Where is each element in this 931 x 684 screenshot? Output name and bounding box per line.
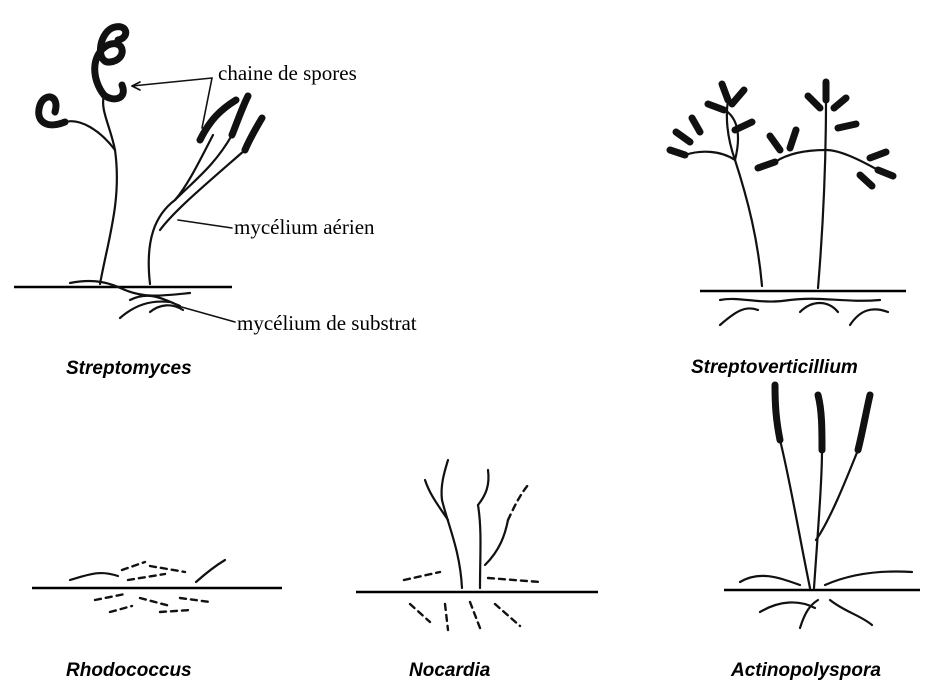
fragmented-hypha <box>140 598 170 606</box>
streptoverticillium-illustration <box>670 82 906 325</box>
substrate-hypha <box>720 299 880 302</box>
verticil-right-2 <box>808 82 856 128</box>
genus-label-streptomyces: Streptomyces <box>66 358 192 379</box>
actinopolyspora-spore-chain-3 <box>858 395 870 450</box>
aerial-hypha <box>442 500 462 588</box>
fragmented-hypha <box>110 606 132 612</box>
actinopolyspora-spore-chain-2 <box>818 395 822 450</box>
substrate-hypha <box>830 600 872 625</box>
fragmented-hypha <box>410 604 430 622</box>
verticil-left-2 <box>708 84 752 130</box>
label-aerial-mycelium: mycélium aérien <box>234 215 375 239</box>
nocardia-fragmenting-chain <box>508 485 528 520</box>
verticil-left-1 <box>670 118 700 155</box>
substrate-hypha <box>825 572 912 585</box>
hypha <box>70 573 118 580</box>
aerial-hypha <box>425 480 448 520</box>
aerial-branch <box>685 152 735 160</box>
actinopolyspora-illustration <box>724 385 920 628</box>
streptomyces-substrate-hyphae <box>70 281 190 296</box>
leader-line-spore-chain <box>132 78 212 86</box>
fragmented-hypha <box>488 578 540 582</box>
fragmented-hypha <box>470 602 480 628</box>
fragmented-hypha <box>122 562 145 570</box>
verticil-right-3 <box>860 152 893 186</box>
spore-chain <box>245 118 262 150</box>
label-substrate-mycelium: mycélium de substrat <box>237 311 417 335</box>
streptoverticillium-stem-right <box>818 100 826 288</box>
fragmented-hypha <box>445 604 448 630</box>
aerial-hypha <box>478 470 489 505</box>
substrate-hypha <box>800 303 838 312</box>
genus-label-actinopolyspora: Actinopolyspora <box>730 660 881 681</box>
substrate-hypha <box>850 309 888 325</box>
leader-line-aerial <box>178 220 232 228</box>
streptomyces-stem-right <box>149 135 213 284</box>
substrate-hypha <box>740 576 800 585</box>
fragmented-hypha <box>128 574 165 580</box>
fragmented-hypha <box>150 566 185 572</box>
substrate-hypha <box>120 302 170 318</box>
hypha <box>196 560 225 582</box>
genus-label-nocardia: Nocardia <box>409 660 491 681</box>
leader-line-substrate <box>178 306 235 322</box>
fragmented-hypha <box>95 594 125 600</box>
aerial-branch <box>160 150 245 230</box>
streptomyces-stem-left <box>100 95 117 284</box>
aerial-hypha <box>442 460 448 500</box>
aerial-hypha <box>478 505 481 588</box>
fragmented-hypha <box>180 598 210 602</box>
fragmented-hypha <box>160 610 190 612</box>
streptomyces-spore-coil-left <box>39 97 65 125</box>
aerial-hypha <box>780 440 810 588</box>
aerial-hypha <box>814 450 822 588</box>
fragmented-hypha <box>404 572 440 580</box>
genus-label-rhodococcus: Rhodococcus <box>66 660 192 681</box>
verticil-right-1 <box>758 130 796 168</box>
rhodococcus-illustration <box>32 560 282 612</box>
label-spore-chain: chaine de spores <box>218 61 357 85</box>
actinopolyspora-spore-chain-1 <box>775 385 780 440</box>
spore-chain <box>104 85 123 99</box>
aerial-hypha <box>485 520 508 565</box>
substrate-hypha <box>720 308 758 325</box>
genus-label-streptoverticillium: Streptoverticillium <box>691 357 858 378</box>
nocardia-illustration <box>356 460 598 630</box>
fragmented-hypha <box>495 604 520 626</box>
